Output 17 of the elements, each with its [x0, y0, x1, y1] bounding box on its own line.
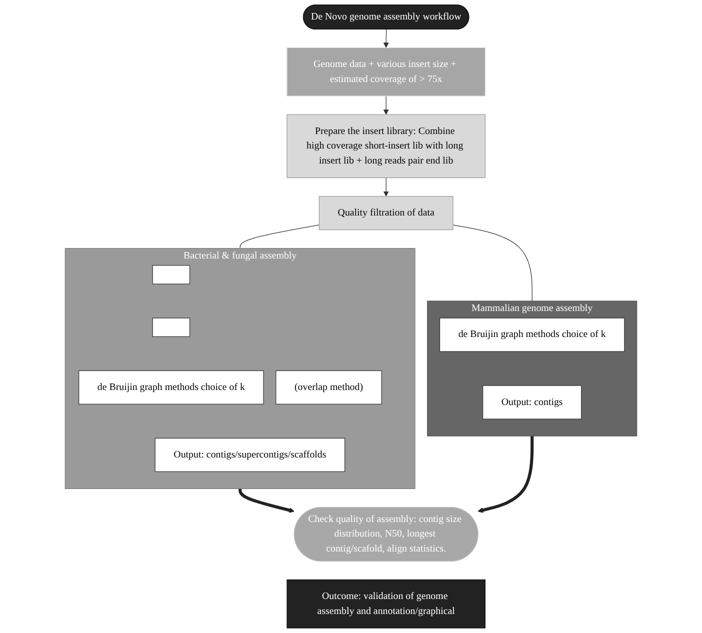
node-box	[152, 265, 190, 284]
node-box: Output: contigs	[482, 385, 582, 420]
node-box: Prepare the insert library: Combine high coverage short-insert lib with long insert lib + long reads pair end lib	[286, 114, 486, 178]
node-box: de Bruijin graph methods choice of k	[78, 370, 264, 404]
arrow	[383, 177, 389, 197]
arrow	[383, 96, 389, 115]
node-box	[152, 318, 190, 337]
arrow	[383, 29, 389, 48]
node-box: Genome data + various insert size + estimated coverage of > 75x	[286, 47, 486, 96]
connector	[240, 224, 320, 249]
node-box: Outcome: validation of genome assembly and annotation/graphical	[286, 579, 486, 628]
node-box: (overlap method)	[276, 370, 382, 404]
connector	[452, 224, 532, 302]
node-box: Quality filtration of data	[318, 196, 454, 230]
node-box: de Bruijin graph methods choice of k	[439, 318, 625, 352]
node-box: Output: contigs/supercontigs/scaffolds	[154, 438, 346, 472]
arrow	[478, 436, 534, 513]
